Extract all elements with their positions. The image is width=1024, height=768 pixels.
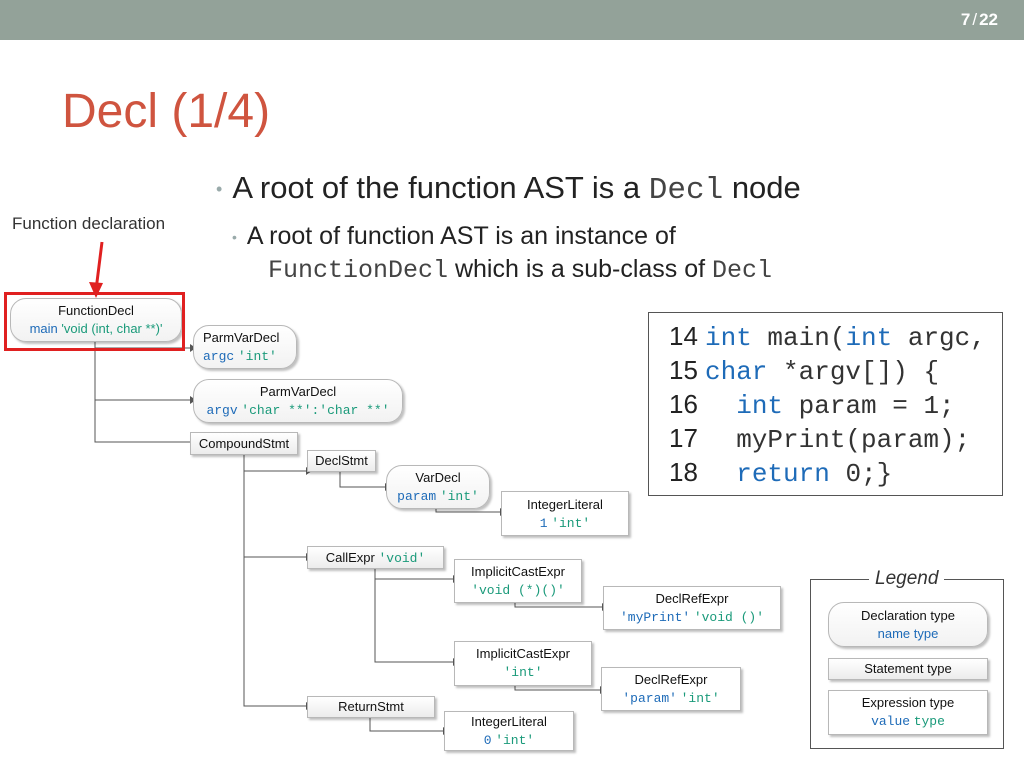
node-declref-myprint: DeclRefExpr 'myPrint' 'void ()' [603, 586, 781, 630]
code-line: 17 myPrint(param); [669, 423, 970, 455]
line-number: 17 [669, 423, 698, 453]
edge-call-implicit2 [374, 568, 453, 663]
legend-declaration: Declaration type name type [828, 602, 988, 647]
code-text: param = 1; [783, 391, 955, 421]
node-parm-argc: ParmVarDecl argc 'int' [193, 325, 297, 369]
node-implicit-cast-2: ImplicitCastExpr 'int' [454, 641, 592, 686]
node-declref-param: DeclRefExpr 'param' 'int' [601, 667, 741, 711]
code-keyword: return [736, 459, 830, 489]
bullet-dot: • [216, 179, 223, 200]
code-text: main( [751, 323, 846, 353]
code-text: argc, [892, 323, 986, 353]
code-text: 0;} [829, 459, 893, 489]
code-keyword: int [736, 391, 784, 421]
edge-declstmt-vardecl [339, 472, 385, 488]
code-text: *argv[]) { [767, 357, 940, 387]
code-line: 16 int param = 1; [669, 389, 955, 421]
function-declaration-annotation: Function declaration [12, 214, 166, 233]
line-number: 16 [669, 389, 698, 419]
bullet-1: •A root of the function AST is a Decl no… [216, 170, 801, 208]
edge-compound-return [243, 455, 306, 707]
code-keyword: int [845, 323, 893, 353]
function-decl-highlight [4, 292, 185, 351]
node-integer-literal-0: IntegerLiteral 0 'int' [444, 711, 574, 751]
code-text: myPrint(param); [705, 425, 971, 455]
edge-call-implicit1 [374, 568, 453, 580]
code-text [705, 391, 736, 421]
code-text [705, 459, 736, 489]
bullet-2: •A root of function AST is an instance o… [232, 222, 773, 286]
node-decl-stmt: DeclStmt [307, 450, 376, 472]
edge-vardecl-intlit [435, 508, 500, 513]
legend-expression: Expression type value type [828, 690, 988, 735]
edge-implicit2-declref2 [514, 686, 600, 691]
node-implicit-cast-1: ImplicitCastExpr 'void (*)()' [454, 559, 582, 603]
node-function-decl: FunctionDecl main 'void (int, char **)' [10, 298, 182, 342]
node-compound-stmt: CompoundStmt [190, 432, 298, 455]
node-var-decl: VarDecl param 'int' [386, 465, 490, 509]
line-number: 18 [669, 457, 698, 487]
line-number: 15 [669, 355, 698, 385]
code-keyword: char [705, 357, 768, 387]
slide-title: Decl (1/4) [62, 85, 271, 138]
code-keyword: int [705, 323, 752, 353]
node-parm-argv: ParmVarDecl argv 'char **':'char **' [193, 379, 403, 423]
annotation-arrowhead [89, 282, 103, 298]
annotation-arrow [94, 241, 104, 291]
node-return-stmt: ReturnStmt [307, 696, 435, 718]
edge-compound-callexpr [243, 455, 306, 558]
edge-implicit1-declref1 [514, 603, 602, 608]
line-number: 14 [669, 321, 698, 351]
legend-title: Legend [869, 568, 945, 590]
legend-statement: Statement type [828, 658, 988, 680]
node-integer-literal-1: IntegerLiteral 1 'int' [501, 491, 629, 536]
code-line: 18 return 0;} [669, 457, 892, 489]
edge-fd-compound [94, 342, 190, 443]
edge-compound-declstmt [243, 455, 306, 472]
page-number: 7/22 [960, 10, 998, 29]
node-call-expr: CallExpr 'void' [307, 546, 444, 569]
top-bar: 7/22 [0, 0, 1024, 40]
bullet-dot: • [232, 229, 237, 246]
edge-return-intlit0 [369, 718, 443, 732]
